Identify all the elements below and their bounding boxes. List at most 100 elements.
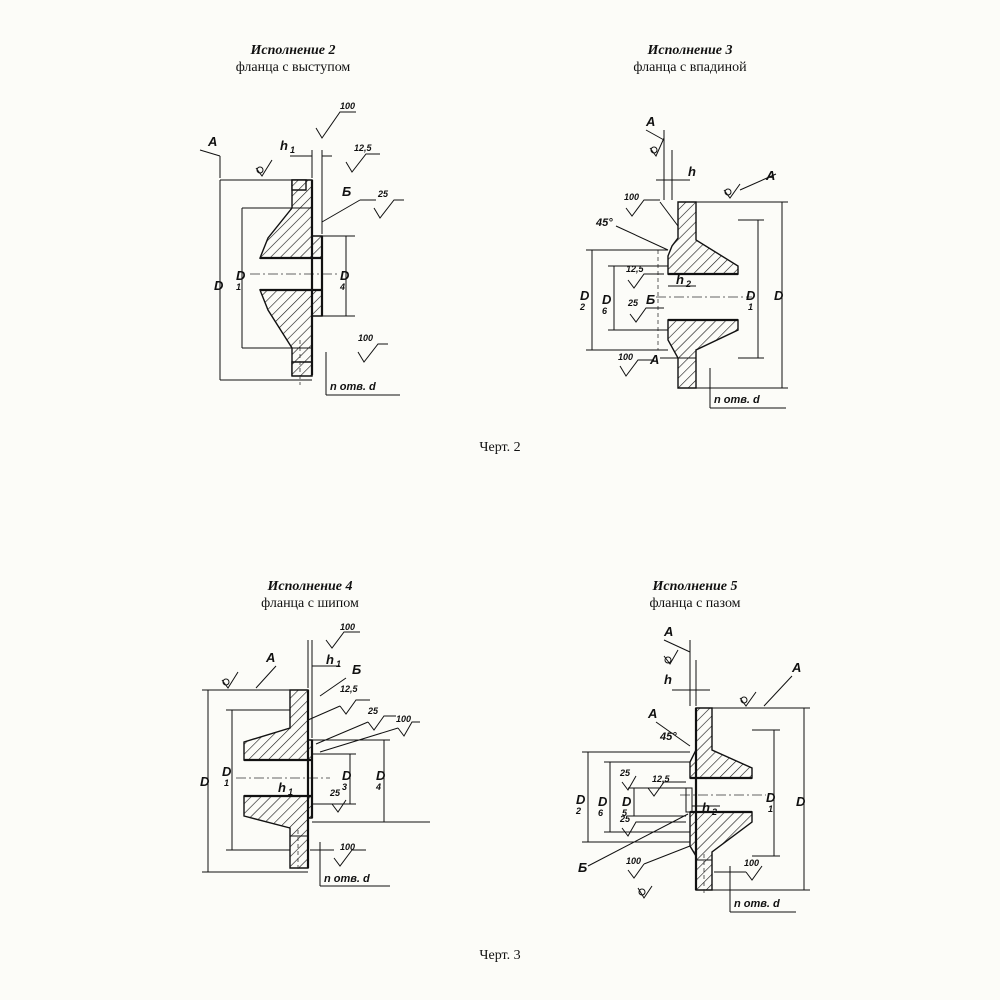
dim-D4: D bbox=[376, 768, 386, 783]
dim-D2: D bbox=[576, 792, 586, 807]
caption-chert-3: Черт. 3 bbox=[479, 948, 521, 963]
dim-D1: D bbox=[746, 288, 756, 303]
flange-section-top bbox=[689, 707, 753, 779]
figure-subheading: фланца с выступом bbox=[235, 60, 351, 75]
datum-A: А bbox=[265, 650, 275, 665]
dim-h2-sub: 2 bbox=[685, 279, 691, 289]
figure-title-2: Исполнение 2 фланца с выступом bbox=[163, 42, 423, 76]
dim-D: D bbox=[796, 794, 806, 809]
dim-h1-sub: 1 bbox=[290, 145, 295, 155]
dim-D6: D bbox=[602, 292, 612, 307]
dim-D6-sub: 6 bbox=[602, 306, 608, 316]
holes-note: n отв. d bbox=[324, 873, 370, 885]
holes-note: n отв. d bbox=[714, 394, 760, 406]
label-B: Б bbox=[646, 292, 655, 307]
dim-D2-sub: 2 bbox=[575, 806, 581, 816]
dim-h: h bbox=[664, 672, 672, 687]
dim-h2-sub: 2 bbox=[711, 807, 717, 817]
flange-drawing-5: D D 1 D 2 D 6 D 5 h h 2 А А А 45° 25 12,… bbox=[575, 624, 810, 913]
dim-D1: D bbox=[236, 268, 246, 283]
caption-chert-2: Черт. 2 bbox=[479, 440, 521, 455]
dim-D4: D bbox=[340, 268, 350, 283]
dim-D: D bbox=[200, 774, 210, 789]
flange-disk-top bbox=[291, 179, 307, 191]
dim-D1: D bbox=[222, 764, 232, 779]
datum-A-right: А bbox=[791, 660, 801, 675]
dim-D2: D bbox=[580, 288, 590, 303]
roughness-25-top: 25 bbox=[367, 706, 379, 716]
holes-note: n отв. d bbox=[734, 898, 780, 910]
holes-note: n отв. d bbox=[330, 381, 376, 393]
roughness-12-5: 12,5 bbox=[340, 684, 359, 694]
datum-A-top: А bbox=[663, 624, 673, 639]
dim-D5-sub: 5 bbox=[622, 808, 628, 818]
flange-drawing-2: D D 1 D 4 h 1 А 100 12,5 25 100 Б n отв.… bbox=[199, 101, 404, 396]
figure-subheading: фланца с пазом bbox=[649, 596, 741, 611]
dim-D5: D bbox=[622, 794, 632, 809]
roughness-25: 25 bbox=[377, 189, 389, 199]
roughness-25-bottom: 25 bbox=[619, 814, 631, 824]
label-B: Б bbox=[342, 184, 351, 199]
figure-heading: Исполнение 5 bbox=[652, 579, 738, 594]
roughness-100-top: 100 bbox=[340, 622, 355, 632]
figure-heading: Исполнение 3 bbox=[647, 43, 733, 58]
figure-heading: Исполнение 2 bbox=[250, 43, 336, 58]
roughness-100-top: 100 bbox=[624, 192, 639, 202]
dim-D1-sub: 1 bbox=[768, 804, 773, 814]
dim-h1-lower: h bbox=[278, 780, 286, 795]
flange-section-top bbox=[243, 689, 313, 761]
figure-subheading: фланца с впадиной bbox=[633, 60, 747, 75]
roughness-100-bottom: 100 bbox=[618, 352, 633, 362]
dim-D4-sub: 4 bbox=[339, 282, 345, 292]
roughness-25: 25 bbox=[627, 298, 639, 308]
dim-h: h bbox=[688, 164, 696, 179]
datum-A-mid: А bbox=[647, 706, 657, 721]
flange-section-bottom bbox=[243, 795, 313, 869]
roughness-100-top: 100 bbox=[340, 101, 355, 111]
dim-D3-sub: 3 bbox=[342, 782, 347, 792]
dim-D1-sub: 1 bbox=[748, 302, 753, 312]
datum-A-top: А bbox=[645, 114, 655, 129]
dim-D1-sub: 1 bbox=[236, 282, 241, 292]
dim-D4-sub: 4 bbox=[375, 782, 381, 792]
figure-heading: Исполнение 4 bbox=[267, 579, 353, 594]
roughness-100-bottom: 100 bbox=[358, 333, 373, 343]
angle-45: 45° bbox=[595, 217, 613, 229]
figure-title-5: Исполнение 5 фланца с пазом bbox=[565, 578, 825, 612]
dim-h1-sub: 1 bbox=[336, 659, 341, 669]
roughness-25-top: 25 bbox=[619, 768, 631, 778]
flange-section-bottom bbox=[689, 811, 753, 891]
dim-h1-lower-sub: 1 bbox=[288, 787, 293, 797]
dim-D6-sub: 6 bbox=[598, 808, 604, 818]
roughness-12-5: 12,5 bbox=[652, 774, 671, 784]
dim-h2: h bbox=[676, 272, 684, 287]
figure-title-4: Исполнение 4 фланца с шипом bbox=[180, 578, 440, 612]
dim-D1: D bbox=[766, 790, 776, 805]
roughness-100-right: 100 bbox=[744, 858, 759, 868]
dim-h1: h bbox=[280, 138, 288, 153]
dim-h2: h bbox=[702, 800, 710, 815]
flange-section-top bbox=[667, 201, 739, 275]
datum-A-bottom: А bbox=[649, 352, 659, 367]
dim-D6: D bbox=[598, 794, 608, 809]
dim-D: D bbox=[774, 288, 784, 303]
roughness-100-left: 100 bbox=[626, 856, 641, 866]
roughness-25-bottom: 25 bbox=[329, 788, 341, 798]
dim-D2-sub: 2 bbox=[579, 302, 585, 312]
roughness-12-5: 12,5 bbox=[626, 264, 645, 274]
label-B: Б bbox=[352, 662, 361, 677]
dim-h1: h bbox=[326, 652, 334, 667]
datum-A-right: А bbox=[765, 168, 775, 183]
flange-drawing-3: D D 1 D 2 D 6 h h 2 А А А 45° 100 12,5 2… bbox=[579, 114, 788, 409]
angle-45: 45° bbox=[659, 731, 677, 743]
figure-subheading: фланца с шипом bbox=[261, 596, 359, 611]
datum-A: А bbox=[207, 134, 217, 149]
dim-D1-sub: 1 bbox=[224, 778, 229, 788]
figure-title-3: Исполнение 3 фланца с впадиной bbox=[560, 42, 820, 76]
roughness-12-5: 12,5 bbox=[354, 143, 373, 153]
dim-D3: D bbox=[342, 768, 352, 783]
label-B: Б bbox=[578, 860, 587, 875]
roughness-100-bottom: 100 bbox=[340, 842, 355, 852]
flange-drawing-4: D D 1 D 3 D 4 h 1 h 1 А Б 100 12,5 25 10… bbox=[200, 622, 430, 887]
